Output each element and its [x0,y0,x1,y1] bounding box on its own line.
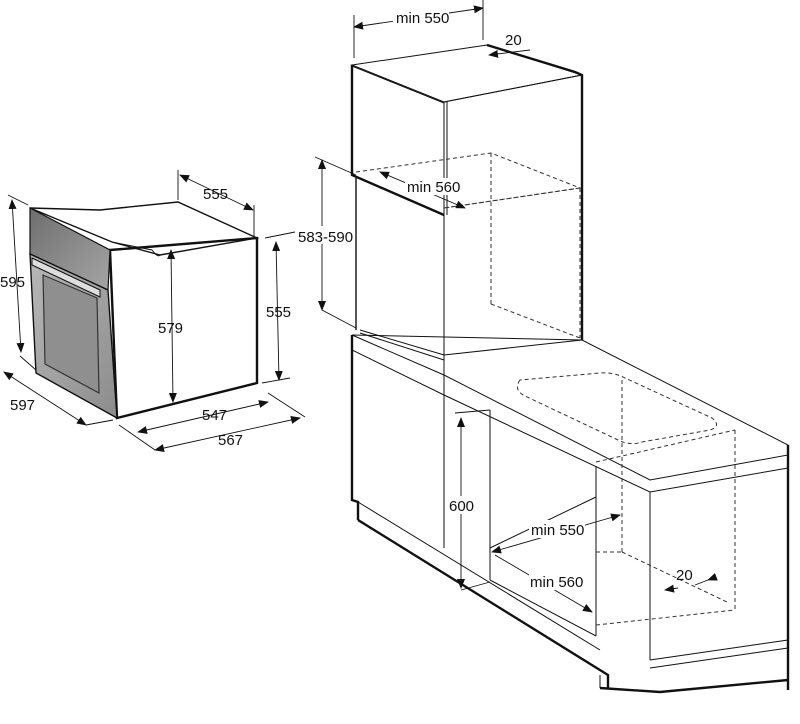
dim-tall-niche-height: 583-590 [298,229,353,246]
dim-oven-body-height: 579 [158,320,183,337]
dim-oven-depth-top: 555 [203,186,228,203]
dim-tall-rear-gap: 20 [505,32,522,49]
tall-cabinet-dimensions: min 550 20 min 560 583-590 [296,0,531,329]
oven-dimensions: 595 597 555 579 555 547 567 [0,170,306,452]
door-handle [31,257,101,298]
base-cabinet-dimensions: 600 min 550 min 560 20 [447,409,718,613]
dim-oven-height-total: 595 [0,274,25,291]
dim-tall-width-min: min 550 [396,10,449,27]
dim-tall-depth-min: min 560 [407,179,460,196]
dim-base-depth-min: min 560 [530,574,583,591]
dim-base-width-min: min 550 [531,522,584,539]
base-cabinet-drawing [350,334,790,694]
tall-cabinet-drawing [350,43,584,380]
dim-oven-depth-body: 547 [202,407,227,424]
oven-window [42,274,100,395]
dim-base-niche-height: 600 [449,498,474,515]
dim-base-rear-gap: 20 [676,567,693,584]
dim-oven-depth-total: 567 [218,432,243,449]
oven-drawing [29,201,260,420]
dim-oven-side-height: 555 [266,304,291,321]
dim-oven-width: 597 [10,397,35,414]
